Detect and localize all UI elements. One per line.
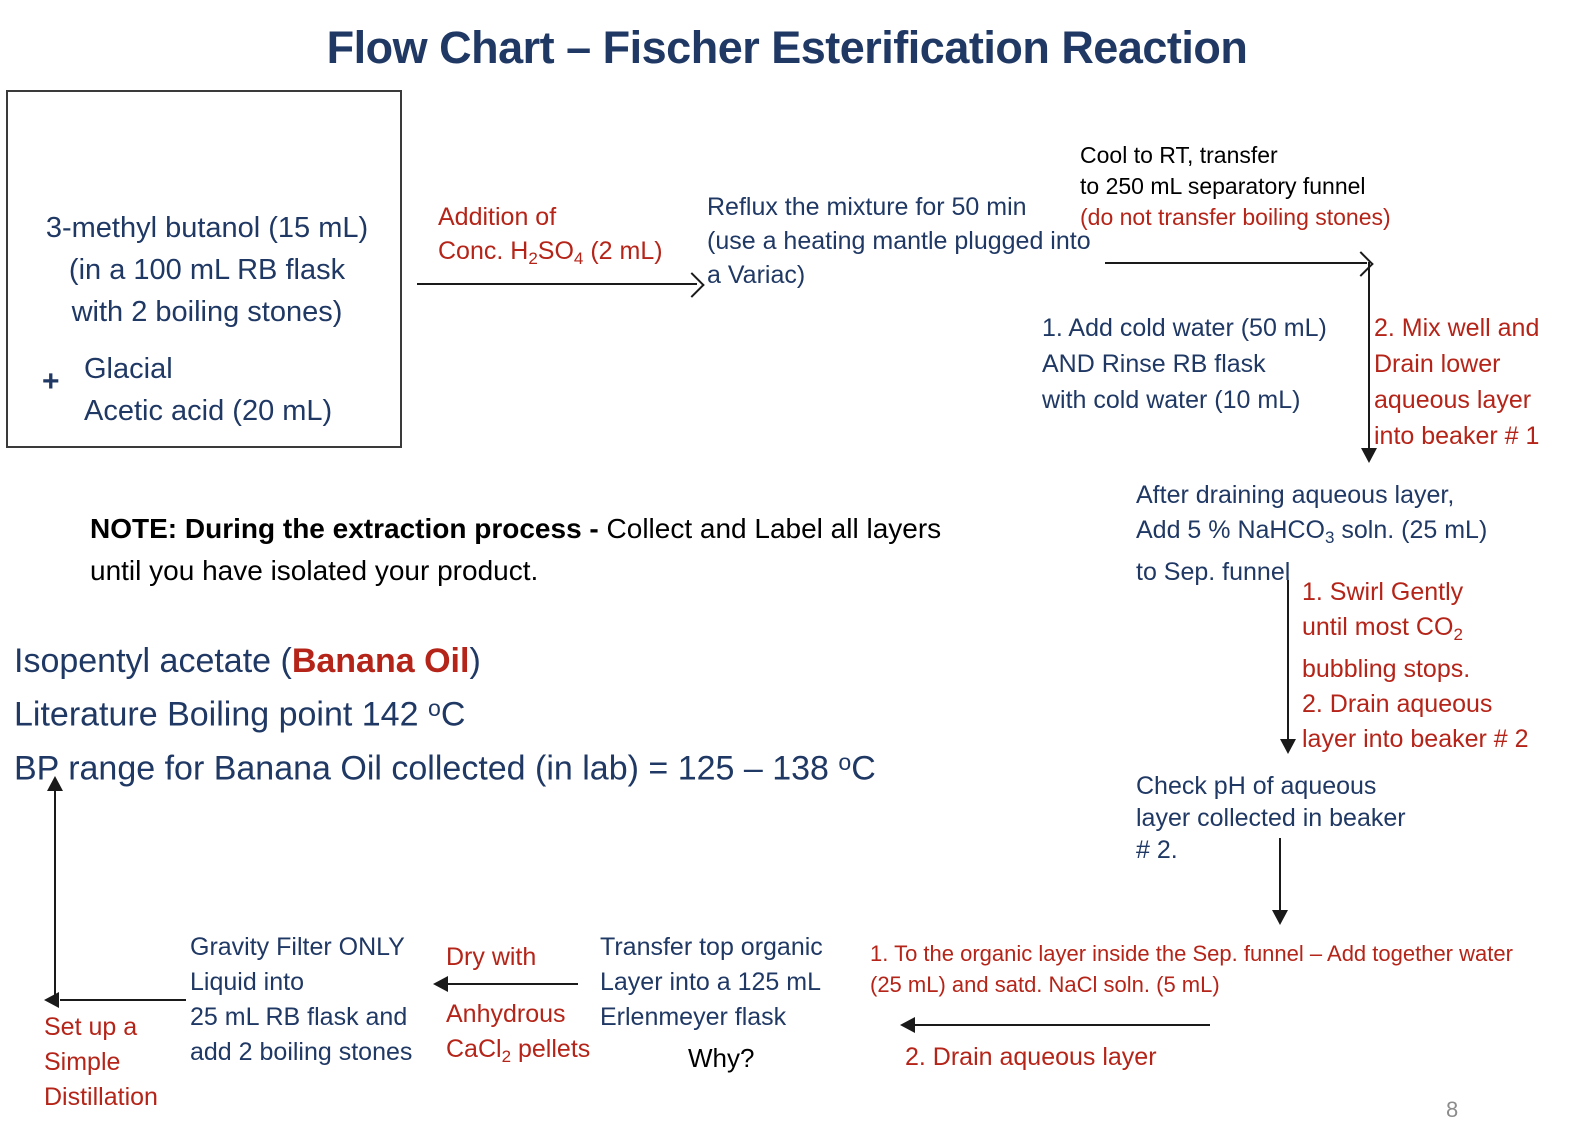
setup-line-3: Distillation [44, 1083, 158, 1111]
addition-line-2: Conc. H2SO4 (2 mL) [438, 237, 663, 268]
drain-aqueous-layer-label: 2. Drain aqueous layer [905, 1043, 1157, 1071]
arrow-to-product-vline [54, 790, 56, 1000]
organic-layer-wash-label: 1. To the organic layer inside the Sep. … [870, 938, 1513, 1000]
arrow-to-distillation-hline [60, 999, 186, 1001]
arrow-drain2-head [1280, 739, 1296, 754]
reagent-box-text: 3-methyl butanol (15 mL) (in a 100 mL RB… [12, 207, 402, 333]
reagent-line-2: (in a 100 mL RB flask [68, 254, 346, 286]
product-line-2: Literature Boiling point 142 oC [14, 695, 466, 734]
product-line-1: Isopentyl acetate (Banana Oil) [14, 642, 481, 680]
checkph-line-2: layer collected in beaker [1136, 804, 1406, 832]
mixwell-line-4: into beaker # 1 [1374, 422, 1540, 450]
arrow-dry-line [448, 983, 578, 985]
acetic-acid-text: Glacial Acetic acid (20 mL) [84, 348, 332, 432]
dry-line-3: CaCl2 pellets [446, 1035, 591, 1066]
product-line-3: BP range for Banana Oil collected (in la… [14, 748, 876, 788]
mix-well-drain-label: 2. Mix well and Drain lower aqueous laye… [1374, 310, 1539, 454]
cool-to-rt-label: Cool to RT, transfer to 250 mL separator… [1080, 140, 1391, 233]
check-ph-label: Check pH of aqueous layer collected in b… [1136, 770, 1406, 866]
transfer-line-1: Transfer top organic [600, 933, 823, 961]
dry-line-2: Anhydrous [446, 1000, 566, 1028]
note-line-1: NOTE: During the extraction process - Co… [90, 508, 941, 550]
gravity-line-3: 25 mL RB flask and [190, 1003, 408, 1031]
reflux-line-1: Reflux the mixture for 50 min [707, 193, 1027, 221]
setup-line-2: Simple [44, 1048, 121, 1076]
gravity-line-1: Gravity Filter ONLY [190, 933, 405, 961]
reagent-line-3: with 2 boiling stones) [71, 296, 343, 328]
transfer-line-3: Erlenmeyer flask [600, 1003, 787, 1031]
coldwater-line-2: AND Rinse RB flask [1042, 350, 1266, 378]
arrow-checkph-head [1272, 910, 1288, 925]
arrow-cool-line [1105, 262, 1367, 264]
add-cold-water-label: 1. Add cold water (50 mL) AND Rinse RB f… [1042, 310, 1327, 418]
acid-line-2: Acetic acid (20 mL) [84, 395, 333, 427]
acid-line-1: Glacial [84, 353, 173, 385]
note-line-2: until you have isolated your product. [90, 555, 539, 586]
swirl-line-2: until most CO2 [1302, 613, 1463, 644]
arrow-drain2-line [1287, 580, 1289, 743]
swirl-line-5: layer into beaker # 2 [1302, 724, 1529, 753]
cool-line-2: to 250 mL separatory funnel [1080, 173, 1366, 199]
swirl-line-3: bubbling stops. [1302, 654, 1471, 683]
product-info: Isopentyl acetate (Banana Oil) Literatur… [14, 638, 876, 792]
reagent-line-1: 3-methyl butanol (15 mL) [45, 212, 369, 244]
arrow-addition-line [417, 283, 697, 285]
reflux-line-2: (use a heating mantle plugged into [707, 227, 1091, 255]
arrow-checkph-line [1279, 838, 1281, 914]
why-question: Why? [688, 1043, 755, 1073]
addition-h2so4-label: Addition of Conc. H2SO4 (2 mL) [438, 200, 663, 276]
arrow-drain1-line [1368, 262, 1370, 452]
mixwell-line-3: aqueous layer [1374, 386, 1532, 414]
arrow-to-product-head [47, 776, 63, 791]
swirl-line-4: 2. Drain aqueous [1302, 689, 1493, 718]
transfer-top-layer-label: Transfer top organic Layer into a 125 mL… [600, 930, 823, 1035]
note-bold-part: NOTE: During the extraction process - [90, 513, 607, 544]
gravity-filter-label: Gravity Filter ONLY Liquid into 25 mL RB… [190, 930, 412, 1070]
swirl-line-1: 1. Swirl Gently [1302, 578, 1464, 606]
transfer-line-2: Layer into a 125 mL [600, 968, 821, 996]
dry-line-1: Dry with [446, 943, 537, 971]
coldwater-line-1: 1. Add cold water (50 mL) [1042, 314, 1327, 342]
note-text: NOTE: During the extraction process - Co… [90, 508, 941, 592]
gravity-line-4: add 2 boiling stones [190, 1038, 413, 1066]
arrow-organic-line [915, 1024, 1210, 1026]
arrow-addition-head [679, 272, 705, 298]
arrow-drain1-head [1361, 448, 1377, 463]
reflux-label: Reflux the mixture for 50 min (use a hea… [707, 190, 1091, 292]
banana-oil-highlight: Banana Oil [291, 642, 470, 680]
reflux-line-3: a Variac) [707, 261, 806, 289]
coldwater-line-3: with cold water (10 mL) [1042, 386, 1301, 414]
nahco3-line-1: After draining aqueous layer, [1136, 481, 1455, 509]
arrow-to-distillation-head [44, 992, 59, 1008]
page-title: Flow Chart – Fischer Esterification Reac… [326, 22, 1248, 73]
organic-line-2: (25 mL) and satd. NaCl soln. (5 mL) [870, 972, 1220, 997]
mixwell-line-2: Drain lower [1374, 350, 1501, 378]
arrow-dry-head [433, 976, 448, 992]
setup-distillation-label: Set up a Simple Distillation [44, 1010, 158, 1115]
page-number: 8 [1446, 1097, 1459, 1122]
checkph-line-1: Check pH of aqueous [1136, 772, 1377, 800]
mixwell-line-1: 2. Mix well and [1374, 314, 1540, 342]
gravity-line-2: Liquid into [190, 968, 304, 996]
addition-line-1: Addition of [438, 203, 557, 231]
nahco3-line-3: to Sep. funnel [1136, 557, 1291, 586]
dry-with-cacl2-label: Dry with Anhydrous CaCl2 pellets [446, 940, 590, 1074]
checkph-line-3: # 2. [1136, 836, 1178, 864]
nahco3-line-2: Add 5 % NaHCO3 soln. (25 mL) [1136, 516, 1488, 547]
organic-line-1: 1. To the organic layer inside the Sep. … [870, 941, 1513, 966]
reagent-box [6, 90, 402, 448]
swirl-gently-label: 1. Swirl Gently until most CO2 bubbling … [1302, 575, 1529, 757]
setup-line-1: Set up a [44, 1013, 138, 1041]
note-rest: Collect and Label all layers [606, 513, 942, 544]
dry-spacer [446, 975, 590, 997]
cool-line-1: Cool to RT, transfer [1080, 142, 1278, 168]
cool-line-3: (do not transfer boiling stones) [1080, 204, 1391, 230]
arrow-organic-head [900, 1017, 915, 1033]
nahco3-label: After draining aqueous layer, Add 5 % Na… [1136, 478, 1487, 590]
plus-symbol: + [42, 365, 60, 398]
